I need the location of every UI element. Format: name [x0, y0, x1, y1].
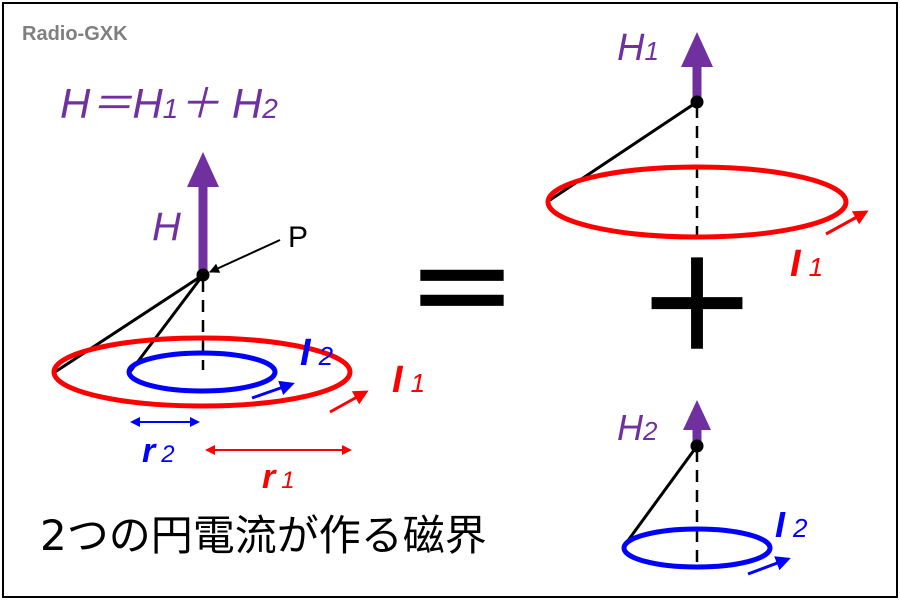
- watermark-text: Radio-GXK: [22, 23, 128, 45]
- field-label-h2: H2: [617, 407, 658, 448]
- current-direction-arrow-top: [825, 210, 869, 236]
- field-label-h: H: [152, 205, 181, 249]
- outer-current-loop-top: [545, 164, 849, 240]
- point-p-pointer: [209, 239, 281, 273]
- point-label-p: P: [288, 221, 308, 254]
- field-arrow-h-head: [187, 152, 219, 187]
- outer-current-direction-arrow: [329, 390, 369, 414]
- field-label-h1: H1: [617, 27, 659, 69]
- field-arrow-h2-head: [683, 400, 711, 430]
- point-dot-top: [690, 95, 704, 109]
- plus-sign: ＋: [637, 240, 757, 374]
- formula-text: H＝H1＋ H2: [60, 80, 278, 127]
- inner-current-loop-bottom: [621, 526, 773, 570]
- inner-current-loop: [126, 350, 278, 394]
- field-arrow-h1-head: [681, 32, 713, 67]
- point-dot-bottom: [690, 439, 704, 453]
- outer-current-loop: [51, 335, 353, 409]
- caption-text: 2つの円電流が作る磁界: [40, 511, 487, 560]
- equals-sign: ＝: [407, 231, 517, 354]
- line-p-to-inner-loop: [128, 274, 205, 373]
- inner-current-direction-arrow: [251, 380, 295, 400]
- current-direction-arrow-bottom: [747, 556, 791, 576]
- point-p-dot: [196, 268, 210, 282]
- line-p-to-outer-loop: [54, 273, 204, 374]
- line-p-to-loop-bottom: [622, 445, 699, 547]
